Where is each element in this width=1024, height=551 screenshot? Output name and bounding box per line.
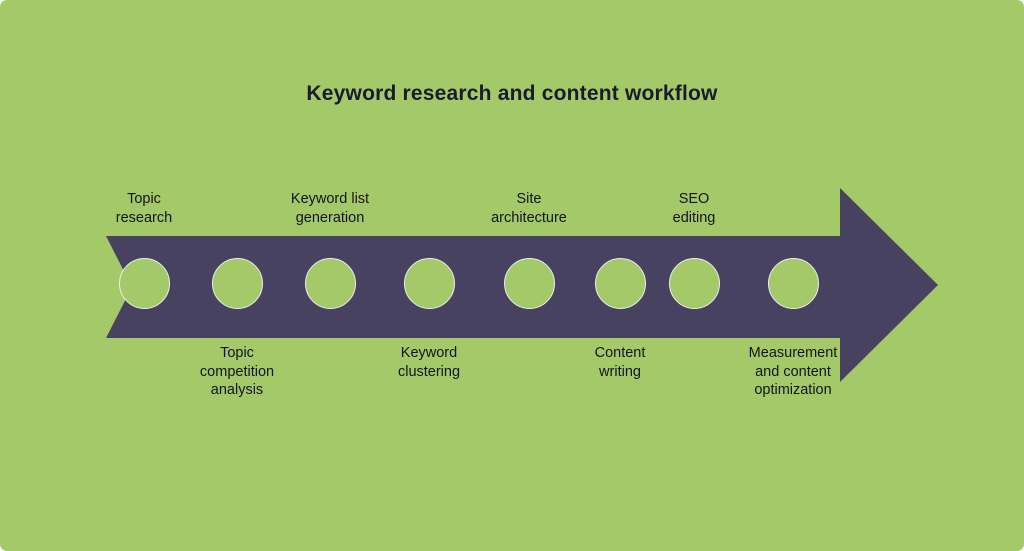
step-node-7[interactable] (668, 257, 720, 309)
page-title: Keyword research and content workflow (306, 82, 718, 105)
step-node-5[interactable] (503, 257, 555, 309)
step-label-8: Measurement and content optimization (748, 345, 838, 398)
step-node-3[interactable] (304, 257, 356, 309)
step-label-3: Keyword list generation (290, 191, 370, 226)
step-node-4[interactable] (403, 257, 455, 309)
step-node-1[interactable] (118, 257, 170, 309)
step-node-8[interactable] (767, 257, 819, 309)
step-label-1: Topic research (115, 191, 173, 226)
step-label-7: SEO editing (672, 191, 716, 226)
step-label-2: Topic competition analysis (199, 345, 275, 398)
step-label-4: Keyword clustering (397, 345, 461, 380)
step-node-6[interactable] (594, 257, 646, 309)
step-label-6: Content writing (594, 345, 646, 380)
step-node-2[interactable] (211, 257, 263, 309)
step-label-5: Site architecture (491, 191, 567, 226)
